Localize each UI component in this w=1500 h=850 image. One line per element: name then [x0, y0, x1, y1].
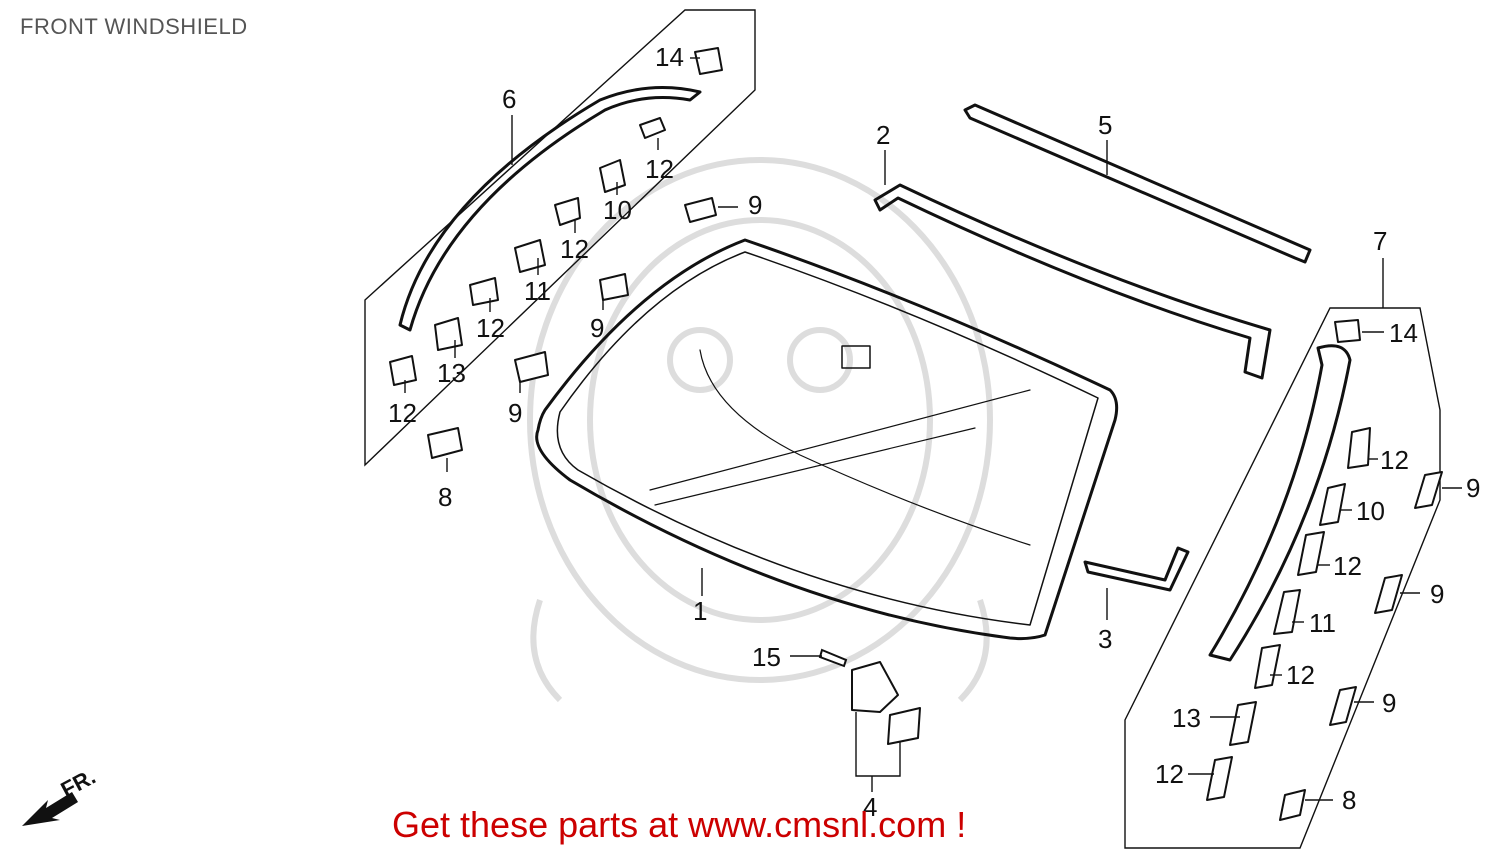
screw-15	[818, 648, 848, 668]
clip-14-left	[694, 47, 723, 75]
page-title: FRONT WINDSHIELD	[20, 14, 248, 39]
windshield-mirror-pad	[841, 345, 871, 369]
clip-8-right	[1279, 789, 1306, 821]
side-molding-right	[1208, 344, 1352, 662]
callout-15: 15	[752, 642, 781, 672]
callout-12-right-d: 12	[1155, 759, 1184, 789]
callout-4: 4	[863, 792, 877, 822]
clip-12-right-a	[1347, 427, 1371, 469]
clip-12-left-a	[639, 117, 666, 139]
front-direction-indicator: FR.	[22, 764, 100, 826]
windshield-shade-band	[649, 389, 1031, 506]
clip-13-right	[1229, 701, 1257, 746]
clip-10-left	[599, 159, 626, 193]
callout-12-left-d: 12	[388, 398, 417, 428]
callout-10-right: 10	[1356, 496, 1385, 526]
callout-13-left: 13	[437, 358, 466, 388]
clip-12-right-c	[1254, 644, 1281, 689]
clip-9-right-b	[1374, 574, 1403, 614]
callout-1: 1	[693, 596, 707, 626]
callout-13-right: 13	[1172, 703, 1201, 733]
callout-8-left: 8	[438, 482, 452, 512]
callout-12-left-a: 12	[645, 154, 674, 184]
front-arrow-icon	[22, 792, 78, 826]
callout-12-right-c: 12	[1286, 660, 1315, 690]
callout-8-right: 8	[1342, 785, 1356, 815]
clip-13-left	[434, 317, 463, 351]
windshield-glass-inner	[556, 251, 1099, 626]
clip-9-right-a	[1414, 471, 1443, 509]
side-molding-left	[398, 86, 702, 332]
clip-12-left-c	[469, 277, 499, 306]
clip-12-left-b	[554, 197, 581, 226]
callout-14-left: 14	[655, 42, 684, 72]
callout-2: 2	[876, 120, 890, 150]
leader-4	[855, 712, 901, 792]
callout-9-left-a: 9	[748, 190, 762, 220]
clip-9-left-b	[599, 273, 629, 301]
clip-12-left-d	[389, 355, 417, 386]
clip-8-left	[427, 427, 463, 459]
callout-14-right: 14	[1389, 318, 1418, 348]
callout-6: 6	[502, 84, 516, 114]
callout-12-right-a: 12	[1380, 445, 1409, 475]
callout-9-right-a: 9	[1466, 473, 1480, 503]
callout-12-left-c: 12	[476, 313, 505, 343]
callout-10-left: 10	[603, 195, 632, 225]
clip-9-left-c	[514, 351, 549, 383]
callout-9-left-b: 9	[590, 313, 604, 343]
callout-11-right: 11	[1309, 608, 1336, 638]
callout-3: 3	[1098, 624, 1112, 654]
callout-9-left-c: 9	[508, 398, 522, 428]
callout-12-right-b: 12	[1333, 551, 1362, 581]
callout-7: 7	[1373, 226, 1387, 256]
callout-labels: 14 6 12 10 9 12 11 9 12 13 9 12 8 2 5 1 …	[388, 42, 1480, 822]
callout-11-left: 11	[524, 276, 551, 306]
front-label: FR.	[57, 764, 100, 803]
clip-9-right-c	[1329, 686, 1357, 726]
clip-14-right	[1334, 319, 1361, 343]
clip-12-right-b	[1297, 531, 1325, 576]
fastener-4a	[851, 661, 899, 713]
group-box-7	[1124, 307, 1441, 849]
roof-molding-strip	[963, 103, 1312, 264]
group-box-6	[364, 9, 756, 467]
dam-rubber-upper	[873, 183, 1272, 380]
clip-11-right	[1273, 589, 1301, 635]
windshield-reflection	[699, 349, 1031, 546]
clip-12-right-d	[1206, 756, 1233, 801]
fastener-4b	[887, 707, 921, 745]
windshield-glass	[535, 238, 1119, 641]
footer-link-text[interactable]: Get these parts at www.cmsnl.com !	[392, 804, 967, 845]
clip-10-right	[1319, 483, 1346, 526]
clip-11-left	[514, 239, 546, 273]
dam-rubber-lower	[1083, 546, 1190, 592]
clip-9-left-a	[684, 197, 717, 223]
callout-9-right-b: 9	[1430, 579, 1444, 609]
callout-12-left-b: 12	[560, 234, 589, 264]
callout-9-right-c: 9	[1382, 688, 1396, 718]
callout-5: 5	[1098, 110, 1112, 140]
watermark-logo	[527, 157, 993, 703]
